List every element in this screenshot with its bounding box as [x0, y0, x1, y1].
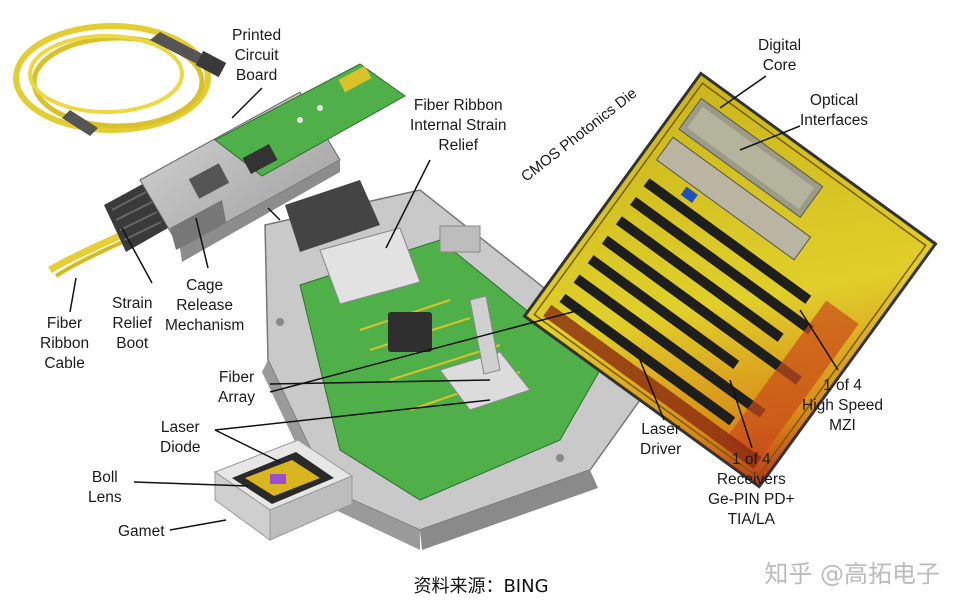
- label-fiber-array: Fiber Array: [218, 369, 256, 406]
- cmos-die-image: [522, 71, 938, 489]
- label-fiber-ribbon-cable: Fiber Ribbon Cable: [40, 315, 90, 372]
- transceiver-module-image: [48, 63, 406, 278]
- label-gamet: Gamet: [118, 523, 165, 540]
- label-laser-diode: Laser Diode: [160, 419, 201, 456]
- label-high-speed-mzi: 1 of 4 High Speed MZI: [802, 377, 884, 434]
- leader-lines: [69, 75, 839, 531]
- watermark: 知乎 @高拓电子: [764, 560, 940, 588]
- label-boll-lens: Boll Lens: [88, 469, 122, 506]
- label-optical-interfaces: Optical Interfaces: [800, 92, 869, 129]
- label-printed-circuit-board: Printed Circuit Board: [232, 27, 282, 84]
- label-laser-driver: Laser Driver: [640, 421, 682, 458]
- laser-package-image: [213, 439, 354, 541]
- label-fiber-ribbon-strain-relief: Fiber Ribbon Internal Strain Relief: [410, 97, 507, 154]
- label-cage-release-mechanism: Cage Release Mechanism: [165, 277, 245, 334]
- label-digital-core: Digital Core: [758, 37, 802, 74]
- cable-coil-image: [13, 23, 227, 136]
- source-caption: 资料来源：BING: [413, 576, 549, 597]
- label-receivers: 1 of 4 Receivers Ge-PIN PD+ TIA/LA: [708, 451, 795, 528]
- label-strain-relief-boot: Strain Relief Boot: [112, 295, 153, 352]
